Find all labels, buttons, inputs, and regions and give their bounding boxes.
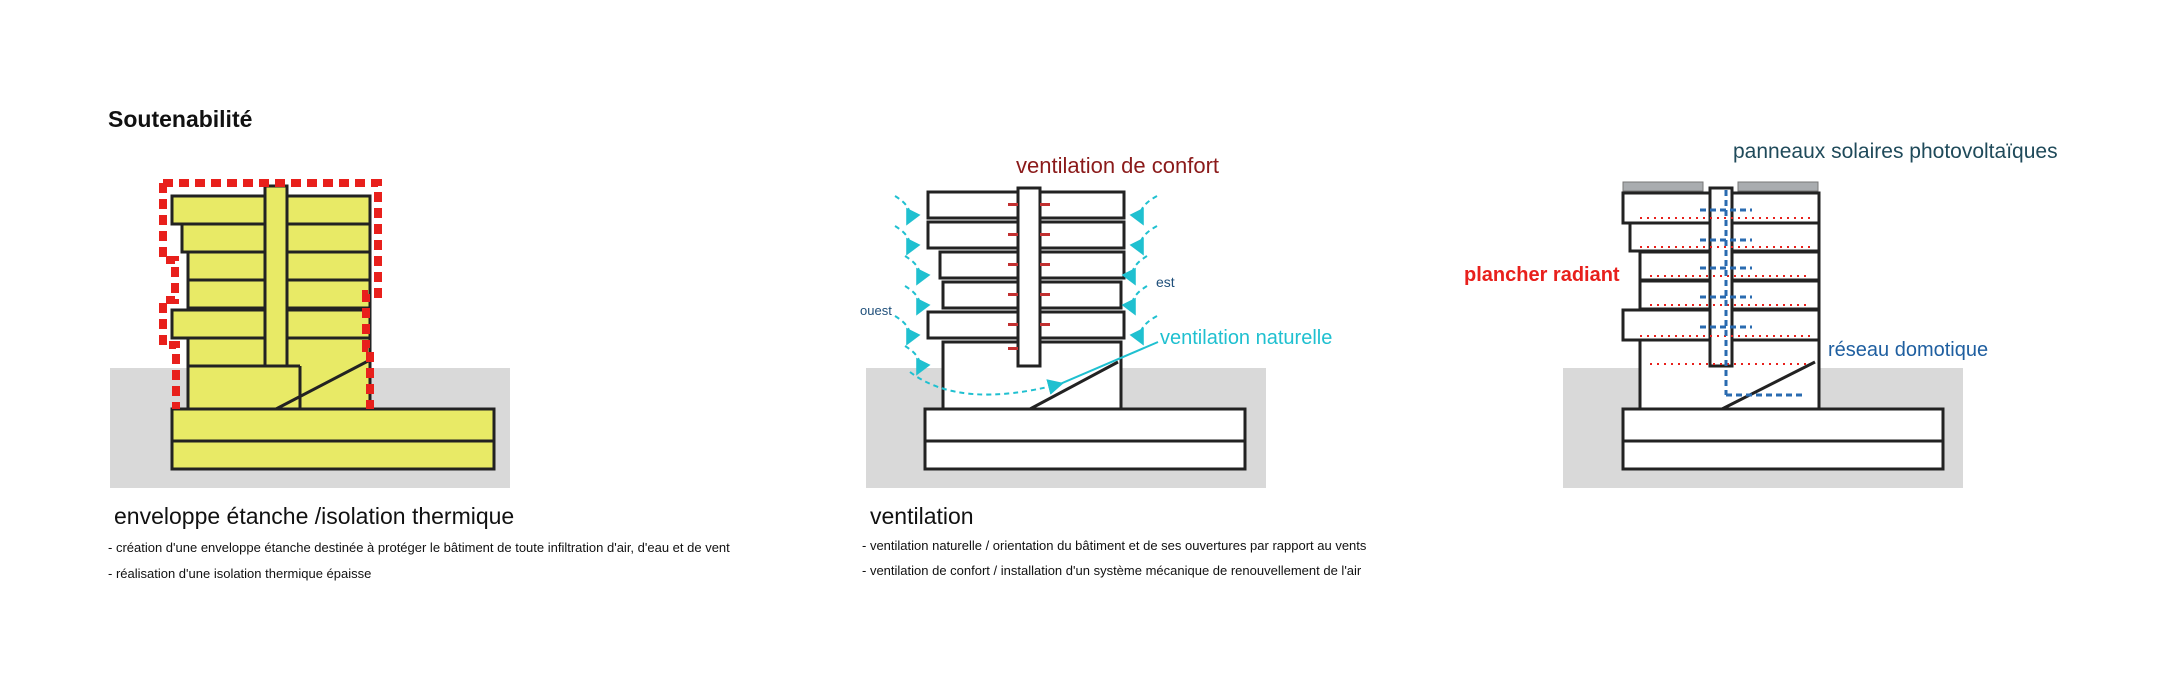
ventilation-heading: ventilation: [870, 503, 974, 529]
ventilation-bullet-1: - ventilation naturelle / orientation du…: [862, 538, 1367, 553]
energy-diagram: [1563, 181, 1963, 488]
ventilation-bullet-2: - ventilation de confort / installation …: [862, 563, 1362, 578]
network-lines: [1700, 190, 1806, 397]
solar-panels: [1622, 181, 1819, 192]
envelope-dashed-outline: [159, 179, 382, 409]
west-label: ouest: [860, 303, 892, 318]
home-automation-network-label: réseau domotique: [1828, 339, 1989, 361]
envelope-heading: enveloppe étanche /isolation thermique: [114, 503, 515, 529]
page-title: Soutenabilité: [108, 106, 253, 132]
comfort-ventilation-label: ventilation de confort: [1016, 153, 1220, 178]
envelope-bullet-2: - réalisation d'une isolation thermique …: [108, 566, 372, 581]
natural-ventilation-label: ventilation naturelle: [1160, 327, 1333, 349]
envelope-diagram: [110, 179, 510, 488]
east-label: est: [1156, 274, 1175, 290]
envelope-bullet-1: - création d'une enveloppe étanche desti…: [108, 540, 730, 555]
radiant-floor-label: plancher radiant: [1464, 264, 1620, 286]
ventilation-diagram: [866, 186, 1266, 488]
solar-panels-label: panneaux solaires photovoltaïques: [1733, 140, 2058, 163]
